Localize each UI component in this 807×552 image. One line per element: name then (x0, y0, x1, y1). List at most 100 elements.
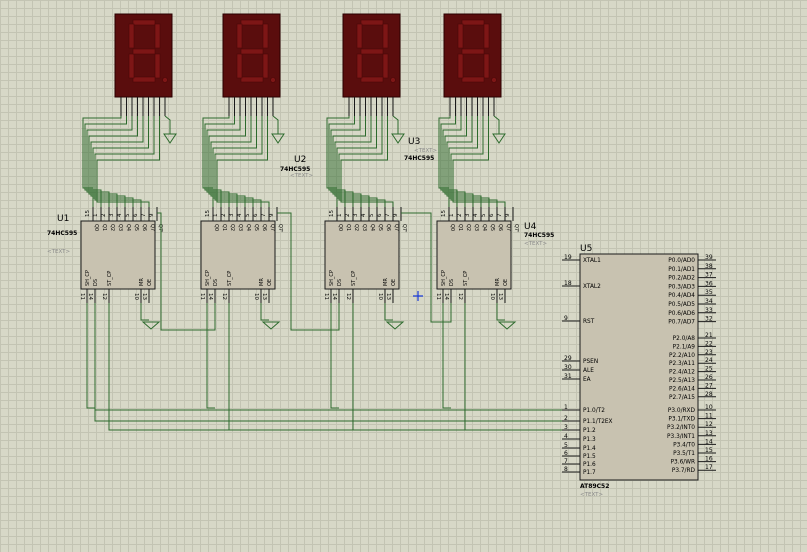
pin-number: 13 (497, 293, 503, 300)
segment-b (483, 23, 490, 49)
pin-number: 12 (101, 293, 107, 300)
mcu-pin-number: 8 (564, 466, 568, 473)
pin-label-q5: Q5 (253, 224, 259, 231)
pin-label-q7p: Q7' (277, 224, 283, 233)
mcu-body (579, 253, 699, 481)
display-common-wire (493, 115, 500, 134)
mcu-pin-label: P1.0/T2 (583, 408, 605, 414)
segment-dp (491, 77, 497, 83)
pin-label-q0: Q0 (93, 224, 99, 231)
pin-label-sh-cp: SH_CP (329, 270, 335, 286)
pin-number: 11 (199, 293, 205, 300)
pin-number: 9 (269, 213, 275, 217)
clock-tap (86, 303, 95, 409)
pin-number: 1 (449, 214, 455, 218)
mcu-pin-number: 13 (705, 430, 713, 437)
mcu-pin-label: P1.5 (583, 454, 596, 460)
mcu-pin-label: P3.6/WR (671, 460, 695, 466)
cursor-crosshair-icon (413, 291, 423, 301)
pin-label-oe: OE (267, 279, 273, 286)
segment-g (360, 48, 384, 55)
pin-number: 7 (385, 213, 391, 217)
seven-segment-display-1[interactable] (114, 13, 177, 144)
mcu-pin-label: P1.6 (583, 462, 596, 468)
pin-number: 7 (141, 213, 147, 217)
pin-label-oe: OE (147, 279, 153, 286)
mcu-pin-number: 35 (705, 289, 713, 296)
mcu-pin-label: P3.3/INT1 (667, 434, 695, 440)
pin-label-sh-cp: SH_CP (441, 270, 447, 286)
pin-label-q3: Q3 (473, 224, 479, 231)
pin-number: 11 (79, 293, 85, 300)
pin-number: 11 (323, 293, 329, 300)
pin-number: 15 (205, 210, 211, 217)
pin-number: 5 (369, 213, 375, 217)
pin-label-q2: Q2 (229, 224, 235, 231)
ground-wire (384, 303, 393, 321)
pin-label-mr: MR (139, 278, 145, 286)
pin-number: 4 (117, 213, 123, 217)
mcu-pin-label: P3.2/INT0 (667, 425, 695, 431)
mcu-pin-label: PSEN (583, 359, 598, 365)
segment-wire (442, 116, 466, 207)
mcu-pin-number: 16 (705, 456, 713, 463)
mcu-pin-label: RST (583, 319, 595, 325)
pin-number: 10 (253, 293, 259, 300)
pin-number: 6 (253, 213, 259, 217)
mcu-pin-number: 31 (564, 373, 572, 380)
segment-wire (338, 116, 386, 207)
latch-bus (108, 303, 562, 431)
shift-register-u2[interactable]: Q015Q11Q22Q33Q44Q55Q66Q77Q7'9SH_CP11DS14… (199, 207, 283, 330)
seven-segment-display-3[interactable] (342, 13, 405, 144)
mcu-pin-number: 22 (705, 340, 713, 347)
segment-e (457, 53, 464, 79)
pin-number: 4 (237, 213, 243, 217)
pin-number: 1 (93, 214, 99, 218)
clock-bus (94, 303, 562, 411)
chip-body (80, 220, 156, 290)
pin-label-q5: Q5 (133, 224, 139, 231)
mcu-pin-number: 12 (705, 421, 713, 428)
pin-label-q0: Q0 (449, 224, 455, 231)
mcu-pin-label: P2.1/A9 (673, 344, 696, 350)
pin-label-ds: DS (449, 279, 455, 286)
ground-icon (141, 321, 161, 330)
pin-number: 1 (213, 214, 219, 218)
pin-label-q2: Q2 (465, 224, 471, 231)
shift-register-u3[interactable]: Q015Q11Q22Q33Q44Q55Q66Q77Q7'9SH_CP11DS14… (323, 207, 407, 330)
ground-icon (385, 321, 405, 330)
mcu-pin-number: 27 (705, 382, 713, 389)
mcu-pin-number: 3 (564, 424, 568, 431)
pin-label-ds: DS (337, 279, 343, 286)
pin-label-mr: MR (495, 278, 501, 286)
register-hint-1: <TEXT> (47, 249, 70, 255)
segment-b (154, 23, 161, 49)
mcu-pin-number: 24 (705, 357, 713, 364)
mcu-pin-label: P1.4 (583, 446, 596, 452)
segment-c (262, 53, 269, 79)
shift-register-u1[interactable]: Q015Q11Q22Q33Q44Q55Q66Q77Q7'9SH_CP11DS14… (79, 207, 163, 330)
seven-segment-display-4[interactable] (443, 13, 506, 144)
mcu-pin-label: XTAL1 (583, 258, 601, 264)
pin-label-q3: Q3 (117, 224, 123, 231)
segment-dp (162, 77, 168, 83)
pin-label-q6: Q6 (141, 224, 147, 231)
mcu-at89c52[interactable]: XTAL119XTAL218RST9PSEN29ALE30EA31P1.0/T2… (562, 244, 716, 498)
shift-register-u4[interactable]: Q015Q11Q22Q33Q44Q55Q66Q77Q7'9SH_CP11DS14… (435, 207, 519, 330)
segment-wire (86, 116, 133, 207)
seven-segment-display-2[interactable] (222, 13, 285, 144)
chip-body (324, 220, 400, 290)
pin-number: 10 (489, 293, 495, 300)
mcu-pin-number: 14 (705, 438, 713, 445)
display-common-wire (164, 115, 171, 134)
mcu-pin-number: 25 (705, 366, 713, 373)
segment-e (356, 53, 363, 79)
segment-wire (452, 116, 506, 207)
ground-icon (261, 321, 281, 330)
display-body (222, 13, 281, 98)
mcu-pin-number: 11 (705, 413, 713, 420)
mcu-pin-number: 4 (564, 433, 568, 440)
ground-icon (497, 321, 517, 330)
mcu-part: AT89C52 (580, 483, 609, 490)
